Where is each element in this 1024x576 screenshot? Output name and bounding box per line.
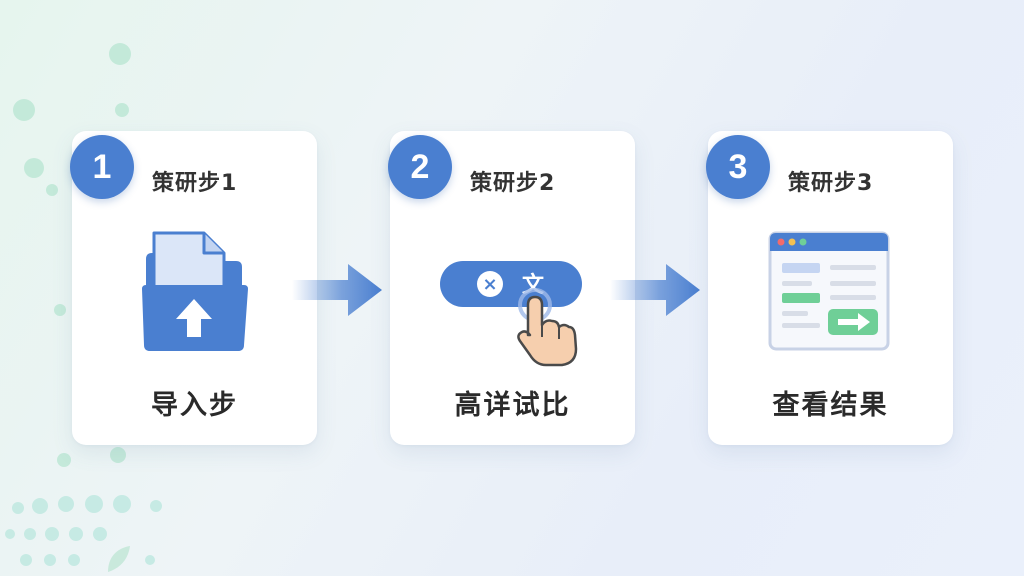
- step-number-badge: 3: [706, 135, 770, 199]
- step-number-badge: 1: [70, 135, 134, 199]
- step-title: 策研步1: [152, 171, 238, 196]
- arrow-right-icon: [292, 264, 382, 316]
- step-number-badge: 2: [388, 135, 452, 199]
- step-title: 策研步2: [470, 171, 556, 196]
- file-upload-icon: [142, 231, 248, 351]
- step-card-3: 3 策研步3 查看结果: [706, 131, 953, 445]
- step-caption: 高详试比: [454, 390, 571, 421]
- step-card-2: 2 策研步2 × 文 高详试比: [388, 131, 635, 445]
- step-title: 策研步3: [788, 171, 874, 196]
- browser-result-icon: [768, 231, 890, 351]
- toggle-tap-icon: × 文: [440, 261, 582, 367]
- arrow-right-icon: [610, 264, 700, 316]
- close-icon: ×: [482, 274, 497, 295]
- step-caption: 查看结果: [772, 390, 889, 421]
- step-caption: 导入步: [151, 390, 238, 421]
- step-card-1: 1 策研步1 导入步: [70, 131, 317, 445]
